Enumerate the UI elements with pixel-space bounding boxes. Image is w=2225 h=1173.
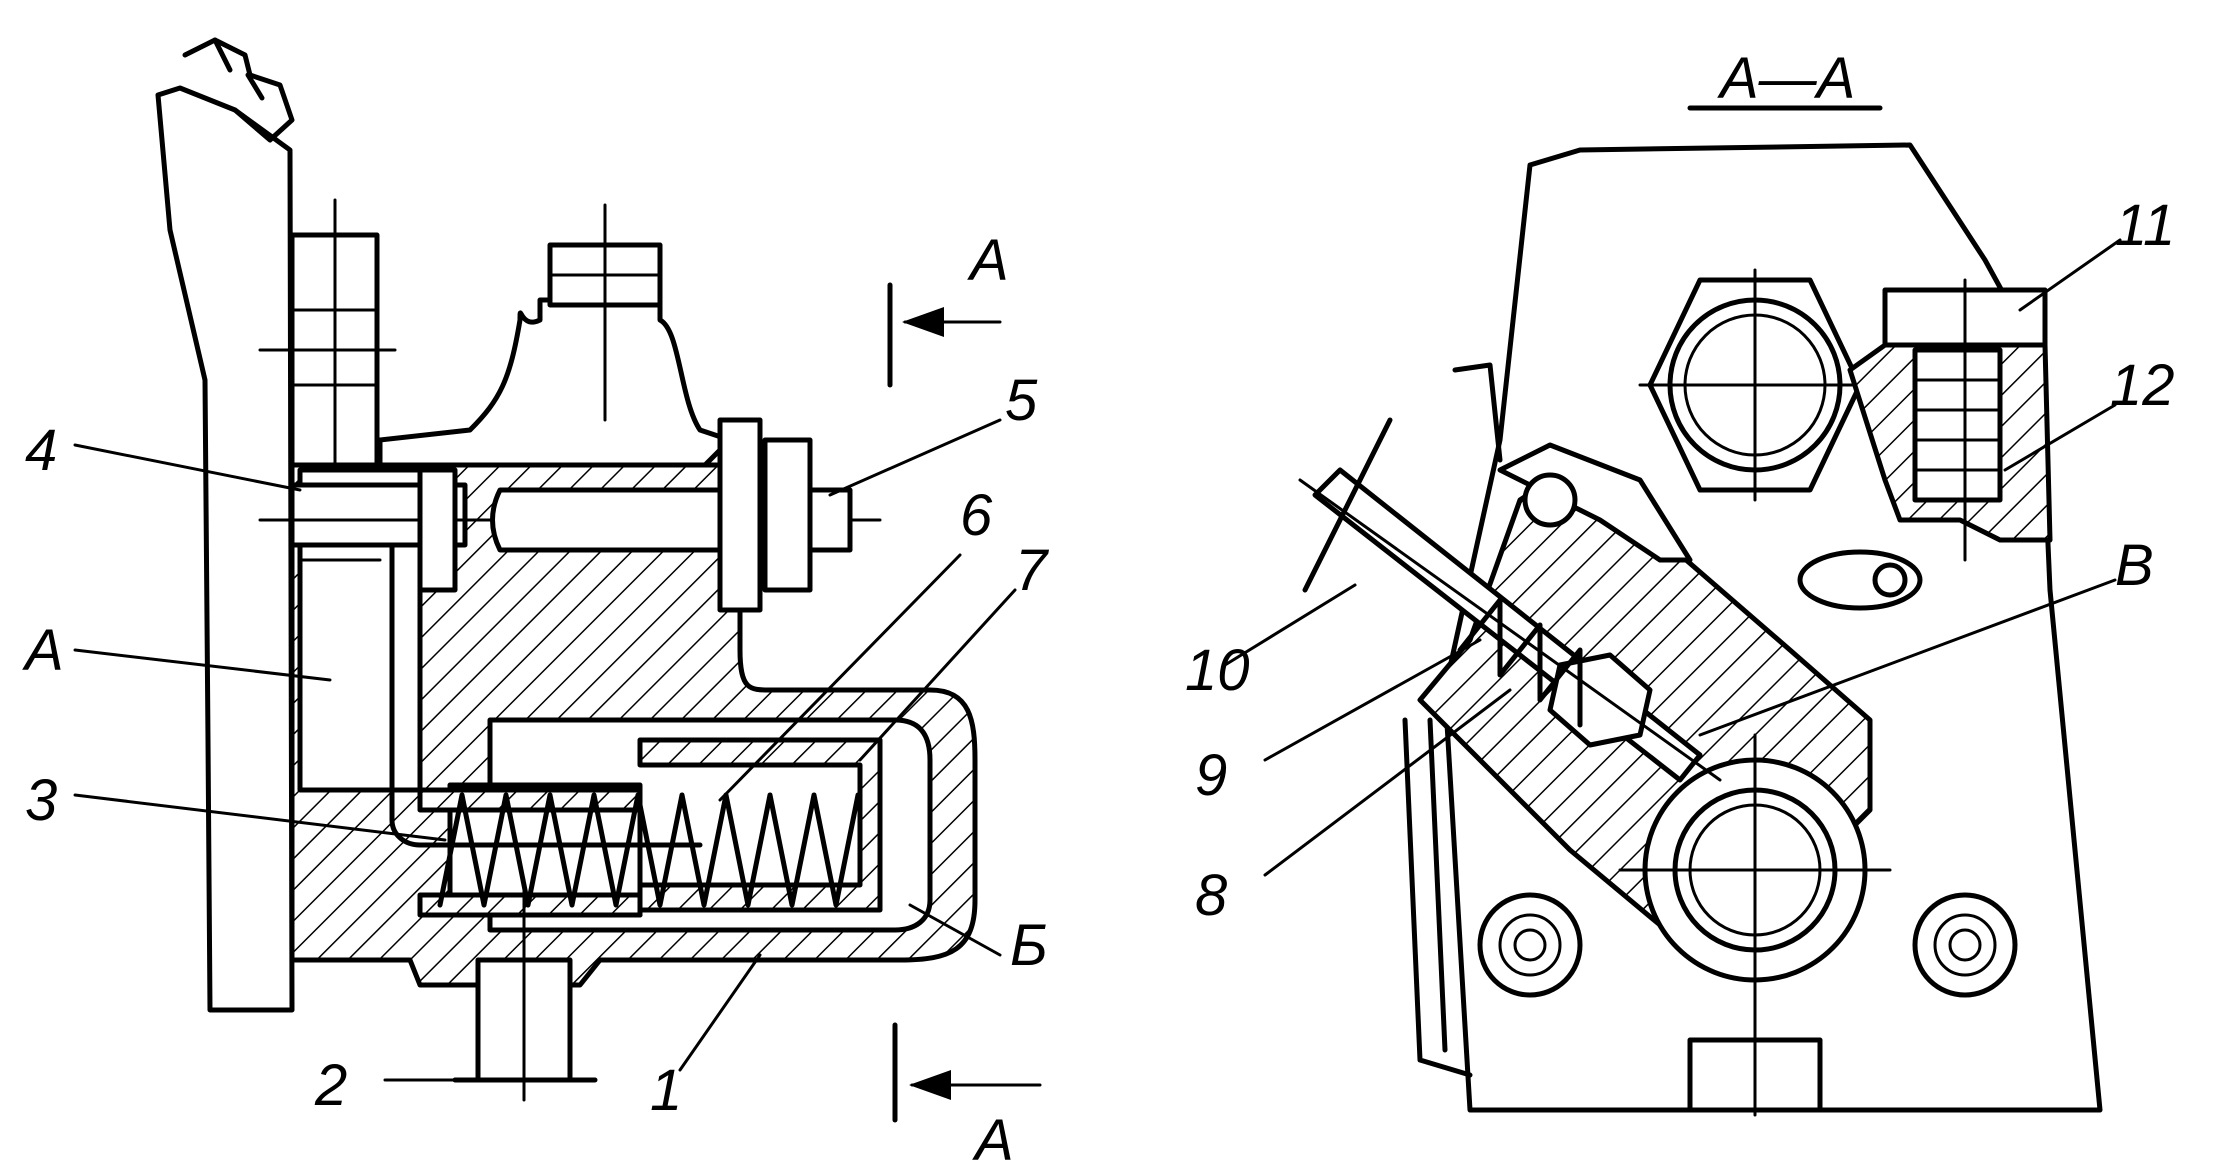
- label-3: 3: [25, 768, 57, 833]
- spring-8: [1457, 597, 1583, 728]
- label-v-point: В: [2115, 533, 2154, 598]
- section-marks: [887, 282, 1042, 1123]
- label-9: 9: [1195, 743, 1227, 808]
- section-a-a: [1298, 105, 2103, 1117]
- label-5: 5: [1005, 368, 1038, 433]
- label-6: 6: [960, 483, 993, 548]
- label-8: 8: [1195, 863, 1227, 928]
- label-b-cavity: Б: [1010, 913, 1048, 978]
- spring-6: [437, 792, 861, 908]
- label-12: 12: [2110, 353, 2175, 418]
- label-2: 2: [314, 1053, 347, 1118]
- mounting-plate: [155, 85, 295, 1013]
- label-section-mark-top: А: [967, 228, 1009, 293]
- label-1: 1: [650, 1058, 682, 1123]
- section-title: А—А: [1717, 46, 1855, 111]
- label-4: 4: [25, 418, 57, 483]
- label-7: 7: [1015, 538, 1050, 603]
- top-fitting-body: [377, 297, 733, 473]
- label-a-cavity: А: [22, 618, 64, 683]
- bottom-nut-left: [1477, 892, 1583, 998]
- label-section-mark-bottom: А: [972, 1108, 1014, 1173]
- left-side-view: [155, 37, 978, 1102]
- label-10: 10: [1185, 638, 1250, 703]
- rod-3: [389, 487, 703, 848]
- bottom-nut-right: [1912, 892, 2018, 998]
- leader-lines: [73, 238, 2122, 1082]
- label-11: 11: [2115, 193, 2175, 258]
